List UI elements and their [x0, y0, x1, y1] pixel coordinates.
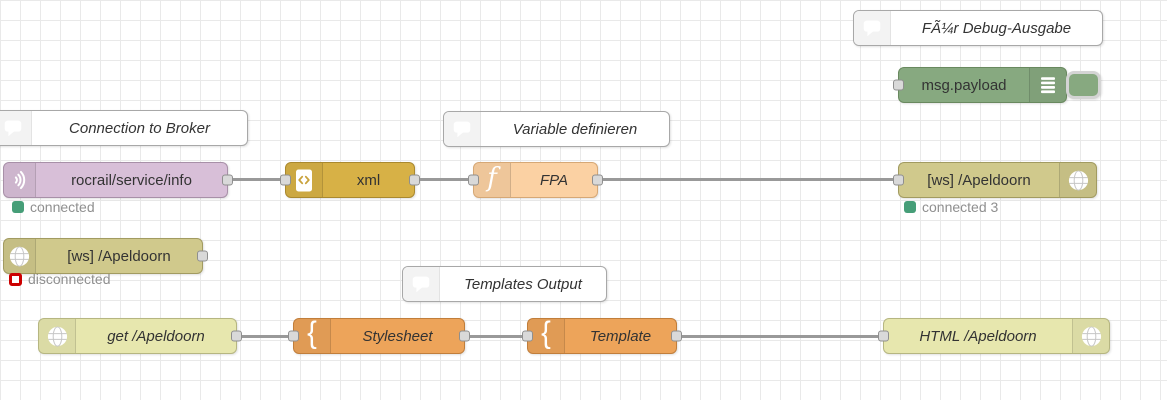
mqtt-node-label: rocrail/service/info: [71, 171, 192, 189]
output-port[interactable]: [231, 330, 242, 342]
function-node-label: FPA: [539, 171, 569, 189]
template-node-stylesheet[interactable]: { Stylesheet: [288, 318, 470, 354]
output-port[interactable]: [459, 330, 470, 342]
websocket-in-label: [ws] /Apeldoorn: [67, 247, 171, 265]
http-response-label: HTML /Apeldoorn: [919, 327, 1037, 345]
status-dot-connected: [12, 201, 24, 213]
globe-icon: [1072, 319, 1109, 353]
comment-label: Variable definieren: [512, 120, 638, 138]
debug-node[interactable]: msg.payload: [893, 67, 1067, 103]
websocket-in-node[interactable]: [ws] /Apeldoorn: [3, 238, 208, 274]
http-response-node[interactable]: HTML /Apeldoorn: [878, 318, 1110, 354]
input-port[interactable]: [468, 174, 479, 186]
mqtt-in-node[interactable]: rocrail/service/info: [3, 162, 233, 198]
comment-node-debug-output[interactable]: FÃ¼r Debug-Ausgabe: [853, 10, 1103, 46]
comment-label: Templates Output: [464, 275, 582, 293]
comment-label: Connection to Broker: [69, 119, 210, 137]
debug-list-icon: [1029, 68, 1066, 102]
wire-mqtt-to-xml[interactable]: [228, 178, 285, 181]
comment-bubble-icon: [854, 11, 891, 45]
wire-stylesheet-to-template[interactable]: [465, 335, 527, 338]
mqtt-signal-icon: [4, 163, 36, 197]
input-port[interactable]: [288, 330, 299, 342]
comment-label: FÃ¼r Debug-Ausgabe: [921, 19, 1072, 37]
wire-template-to-response[interactable]: [677, 335, 883, 338]
template-node-label: Template: [589, 327, 652, 345]
status-text: disconnected: [28, 271, 111, 287]
xml-parser-node[interactable]: xml: [280, 162, 420, 198]
status-text: connected 3: [922, 199, 999, 215]
websocket-out-status: connected 3: [904, 199, 998, 215]
websocket-out-node[interactable]: [ws] /Apeldoorn: [893, 162, 1097, 198]
comment-bubble-icon: [0, 111, 32, 145]
function-f-icon: f: [474, 163, 511, 197]
output-port[interactable]: [671, 330, 682, 342]
input-port[interactable]: [280, 174, 291, 186]
globe-icon: [4, 239, 36, 273]
input-port[interactable]: [522, 330, 533, 342]
template-brace-icon: {: [528, 318, 565, 353]
websocket-out-label: [ws] /Apeldoorn: [927, 171, 1031, 189]
template-node-label: Stylesheet: [362, 327, 433, 345]
xml-file-icon: [286, 163, 323, 197]
function-node-fpa[interactable]: f FPA: [468, 162, 603, 198]
template-node-template[interactable]: { Template: [522, 318, 682, 354]
wire-httpin-to-stylesheet[interactable]: [237, 335, 293, 338]
template-brace-icon: {: [294, 318, 331, 353]
comment-bubble-icon: [444, 112, 481, 146]
wire-xml-to-function[interactable]: [415, 178, 473, 181]
status-text: connected: [30, 199, 95, 215]
wire-function-to-ws-out[interactable]: [598, 178, 898, 181]
http-in-node[interactable]: get /Apeldoorn: [38, 318, 242, 354]
xml-node-label: xml: [356, 171, 381, 189]
output-port[interactable]: [409, 174, 420, 186]
output-port[interactable]: [592, 174, 603, 186]
mqtt-status: connected: [12, 199, 95, 215]
status-dot-connected: [904, 201, 916, 213]
comment-node-variable[interactable]: Variable definieren: [443, 111, 670, 147]
input-port[interactable]: [893, 79, 904, 91]
comment-node-broker[interactable]: Connection to Broker: [0, 110, 248, 146]
globe-icon: [1059, 163, 1096, 197]
status-ring-disconnected: [9, 272, 22, 286]
comment-bubble-icon: [403, 267, 440, 301]
comment-node-templates[interactable]: Templates Output: [402, 266, 607, 302]
websocket-in-status: disconnected: [9, 271, 111, 287]
debug-enable-toggle[interactable]: [1066, 71, 1101, 99]
input-port[interactable]: [878, 330, 889, 342]
globe-icon: [39, 319, 76, 353]
output-port[interactable]: [197, 250, 208, 262]
debug-node-label: msg.payload: [921, 76, 1007, 94]
input-port[interactable]: [893, 174, 904, 186]
http-in-label: get /Apeldoorn: [107, 327, 205, 345]
output-port[interactable]: [222, 174, 233, 186]
